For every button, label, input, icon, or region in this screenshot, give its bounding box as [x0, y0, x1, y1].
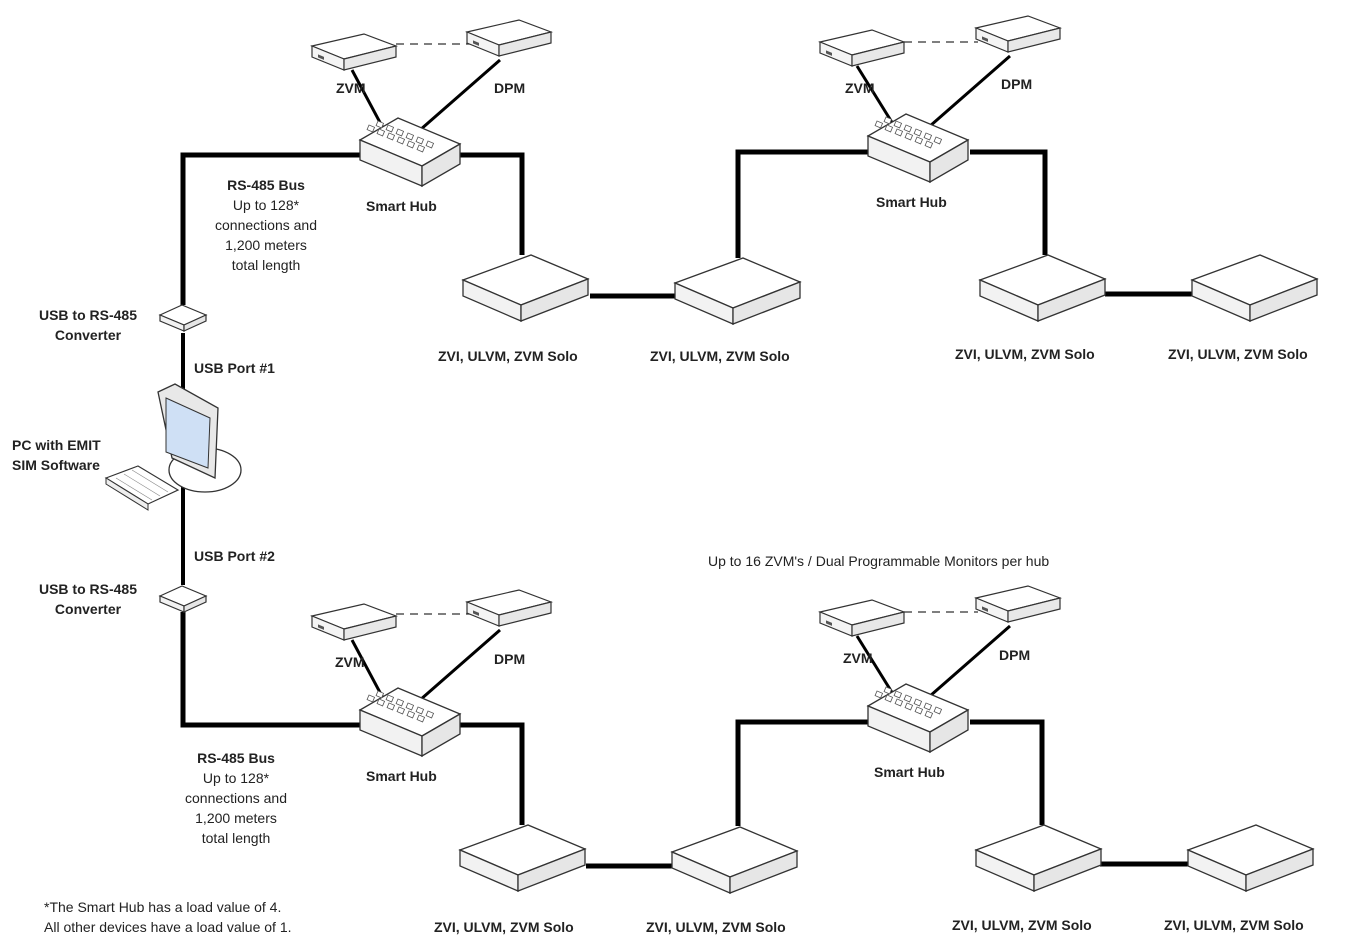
- pc-label: PC with EMIT SIM Software: [12, 437, 101, 473]
- dpm-unit-icon: [466, 589, 552, 627]
- zvm-unit-icon: [311, 33, 397, 71]
- zvm-label: ZVM: [843, 650, 873, 666]
- device-box-icon: [1187, 824, 1314, 892]
- device-box-icon: [671, 826, 798, 894]
- dpm-unit-icon: [975, 585, 1061, 623]
- usb-port-1-label: USB Port #1: [194, 360, 275, 376]
- smart-hub-icon: [867, 683, 969, 753]
- smart-hub-icon: [867, 113, 969, 183]
- rs485-bus-top: [180, 149, 1195, 305]
- usb-port-2-label: USB Port #2: [194, 548, 275, 564]
- zvm-label: ZVM: [335, 654, 365, 670]
- zvm-label: ZVM: [336, 80, 366, 96]
- rs485-bus-bottom: [180, 612, 1190, 869]
- smart-hub-label: Smart Hub: [366, 198, 437, 214]
- zvm-unit-icon: [819, 599, 905, 637]
- dpm-label: DPM: [999, 647, 1031, 663]
- zvm-unit-icon: [311, 603, 397, 641]
- device-label: ZVI, ULVM, ZVM Solo: [1168, 346, 1308, 362]
- dpm-unit-icon: [975, 15, 1061, 53]
- zvm-label: ZVM: [845, 80, 875, 96]
- device-box-icon: [1191, 254, 1318, 322]
- device-label: ZVI, ULVM, ZVM Solo: [434, 919, 574, 935]
- device-box-icon: [459, 824, 586, 892]
- converter-label-top: USB to RS-485 Converter: [38, 307, 138, 343]
- smart-hub-label: Smart Hub: [876, 194, 947, 210]
- converter-label-bottom: USB to RS-485 Converter: [38, 581, 138, 617]
- pc-icon: [104, 383, 242, 511]
- footnote: *The Smart Hub has a load value of 4. Al…: [44, 899, 292, 935]
- hub-capacity-note: Up to 16 ZVM's / Dual Programmable Monit…: [708, 553, 1050, 569]
- device-label: ZVI, ULVM, ZVM Solo: [650, 348, 790, 364]
- device-box-icon: [975, 824, 1102, 892]
- device-label: ZVI, ULVM, ZVM Solo: [438, 348, 578, 364]
- dpm-unit-icon: [466, 19, 552, 57]
- hub-drop-lines: [350, 54, 1011, 702]
- usb-converter-icon: [159, 585, 207, 613]
- device-label: ZVI, ULVM, ZVM Solo: [955, 346, 1095, 362]
- device-label: ZVI, ULVM, ZVM Solo: [952, 917, 1092, 933]
- smart-hub-icon: [359, 117, 461, 187]
- zvm-unit-icon: [819, 29, 905, 67]
- device-label: ZVI, ULVM, ZVM Solo: [1164, 917, 1304, 933]
- device-box-icon: [674, 257, 801, 325]
- dpm-label: DPM: [494, 80, 526, 96]
- smart-hub-label: Smart Hub: [874, 764, 945, 780]
- device-box-icon: [462, 254, 589, 322]
- smart-hub-label: Smart Hub: [366, 768, 437, 784]
- dpm-label: DPM: [494, 651, 526, 667]
- dpm-label: DPM: [1001, 76, 1033, 92]
- usb-converter-icon: [159, 304, 207, 332]
- device-label: ZVI, ULVM, ZVM Solo: [646, 919, 786, 935]
- smart-hub-icon: [359, 687, 461, 757]
- device-box-icon: [979, 254, 1106, 322]
- rs485-bus-label-bottom: RS-485 Bus Up to 128* connections and 1,…: [185, 750, 287, 846]
- rs485-bus-label-top: RS-485 Bus Up to 128* connections and 1,…: [215, 177, 317, 273]
